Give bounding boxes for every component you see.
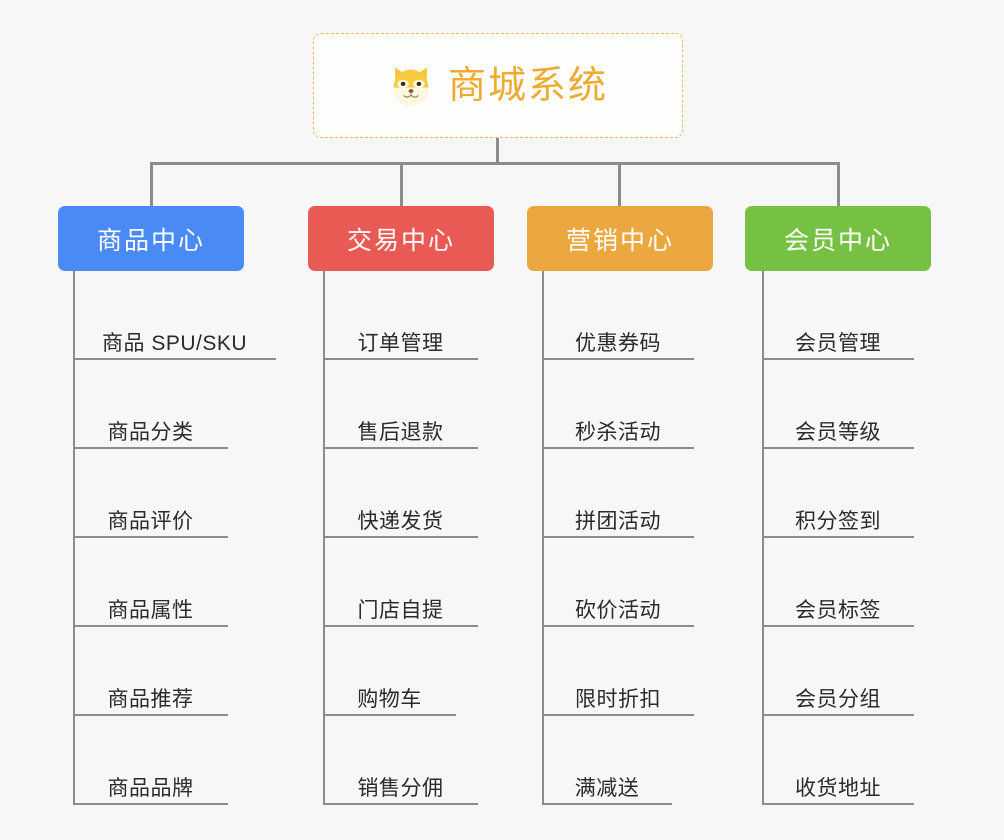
leaf-item[interactable]: 快递发货: [323, 449, 478, 538]
leaf-item[interactable]: 积分签到: [762, 449, 914, 538]
category-label: 商品中心: [96, 226, 205, 255]
leaf-item-label: 砍价活动: [575, 598, 661, 622]
leaf-item-label: 商品分类: [107, 420, 194, 444]
root-node[interactable]: 商城系统: [313, 33, 683, 138]
root-drop-connector: [496, 138, 499, 165]
category-label: 交易中心: [346, 226, 455, 255]
leaf-item[interactable]: 商品 SPU/SKU: [73, 271, 276, 360]
leaf-item[interactable]: 限时折扣: [542, 627, 694, 716]
horizontal-bus-connector: [150, 162, 840, 165]
leaf-item-label: 会员管理: [795, 331, 881, 355]
leaf-item-label: 会员等级: [795, 420, 881, 444]
leaf-item[interactable]: 优惠券码: [542, 271, 694, 360]
leaf-item-label: 会员分组: [795, 687, 881, 711]
leaf-item-label: 积分签到: [795, 509, 881, 533]
leaf-item-label: 订单管理: [357, 331, 444, 355]
leaf-spine: [73, 271, 75, 805]
leaf-item[interactable]: 商品属性: [73, 538, 228, 627]
root-title: 商城系统: [447, 64, 608, 107]
leaf-item-label: 商品品牌: [107, 776, 194, 800]
leaf-item-label: 商品评价: [107, 509, 194, 533]
leaf-item-label: 秒杀活动: [575, 420, 661, 444]
leaf-item[interactable]: 售后退款: [323, 360, 478, 449]
leaf-item-label: 商品 SPU/SKU: [101, 331, 248, 355]
leaf-item-label: 商品推荐: [107, 687, 194, 711]
branch-drop-connector-1: [400, 162, 403, 207]
category-box-1[interactable]: 商品中心: [58, 206, 244, 271]
branch-drop-connector-3: [837, 162, 840, 207]
category-box-3[interactable]: 营销中心: [527, 206, 713, 271]
leaf-item-label: 购物车: [357, 687, 422, 711]
leaf-item[interactable]: 拼团活动: [542, 449, 694, 538]
leaf-item[interactable]: 订单管理: [323, 271, 478, 360]
shiba-dog-emoji-icon: [393, 66, 429, 105]
leaf-item-label: 门店自提: [357, 598, 444, 622]
leaf-item-label: 商品属性: [107, 598, 194, 622]
leaf-item-label: 会员标签: [795, 598, 881, 622]
leaf-item[interactable]: 商品品牌: [73, 716, 228, 805]
leaf-item[interactable]: 满减送: [542, 716, 672, 805]
leaf-item[interactable]: 销售分佣: [323, 716, 478, 805]
category-label: 会员中心: [783, 226, 892, 255]
leaf-item-label: 拼团活动: [575, 509, 661, 533]
leaf-item[interactable]: 收货地址: [762, 716, 914, 805]
leaf-item[interactable]: 商品评价: [73, 449, 228, 538]
leaf-item[interactable]: 会员标签: [762, 538, 914, 627]
leaf-item[interactable]: 门店自提: [323, 538, 478, 627]
leaf-item[interactable]: 商品分类: [73, 360, 228, 449]
leaf-item[interactable]: 会员分组: [762, 627, 914, 716]
leaf-item-label: 限时折扣: [575, 687, 661, 711]
leaf-spine: [762, 271, 764, 805]
leaf-item[interactable]: 秒杀活动: [542, 360, 694, 449]
leaf-item[interactable]: 购物车: [323, 627, 456, 716]
leaf-item-label: 满减送: [574, 776, 640, 800]
leaf-spine: [323, 271, 325, 805]
leaf-item-label: 优惠券码: [575, 331, 661, 355]
leaf-item[interactable]: 会员等级: [762, 360, 914, 449]
category-label: 营销中心: [565, 226, 674, 255]
branch-drop-connector-0: [150, 162, 153, 207]
leaf-item[interactable]: 商品推荐: [73, 627, 228, 716]
leaf-item-label: 售后退款: [357, 420, 444, 444]
branch-drop-connector-2: [618, 162, 621, 207]
leaf-item-label: 销售分佣: [357, 776, 444, 800]
leaf-item[interactable]: 会员管理: [762, 271, 914, 360]
leaf-item[interactable]: 砍价活动: [542, 538, 694, 627]
leaf-item-label: 收货地址: [795, 776, 881, 800]
leaf-spine: [542, 271, 544, 805]
category-box-2[interactable]: 交易中心: [308, 206, 494, 271]
category-box-4[interactable]: 会员中心: [745, 206, 931, 271]
leaf-item-label: 快递发货: [357, 509, 444, 533]
